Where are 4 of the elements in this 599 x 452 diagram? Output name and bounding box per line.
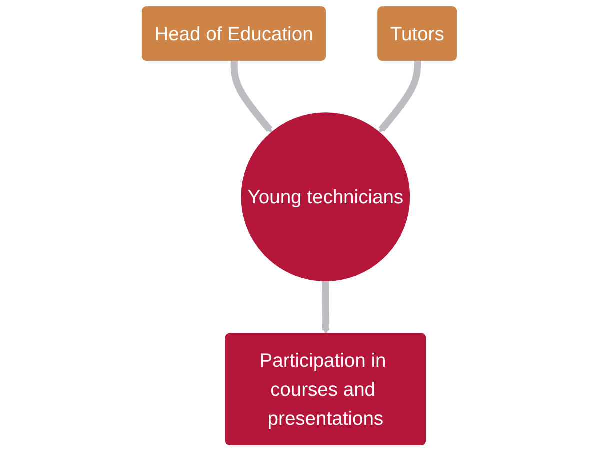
arrow	[378, 60, 422, 133]
arrow	[322, 281, 330, 334]
node-circle: Young technicians	[241, 112, 410, 282]
arrow	[230, 60, 272, 133]
